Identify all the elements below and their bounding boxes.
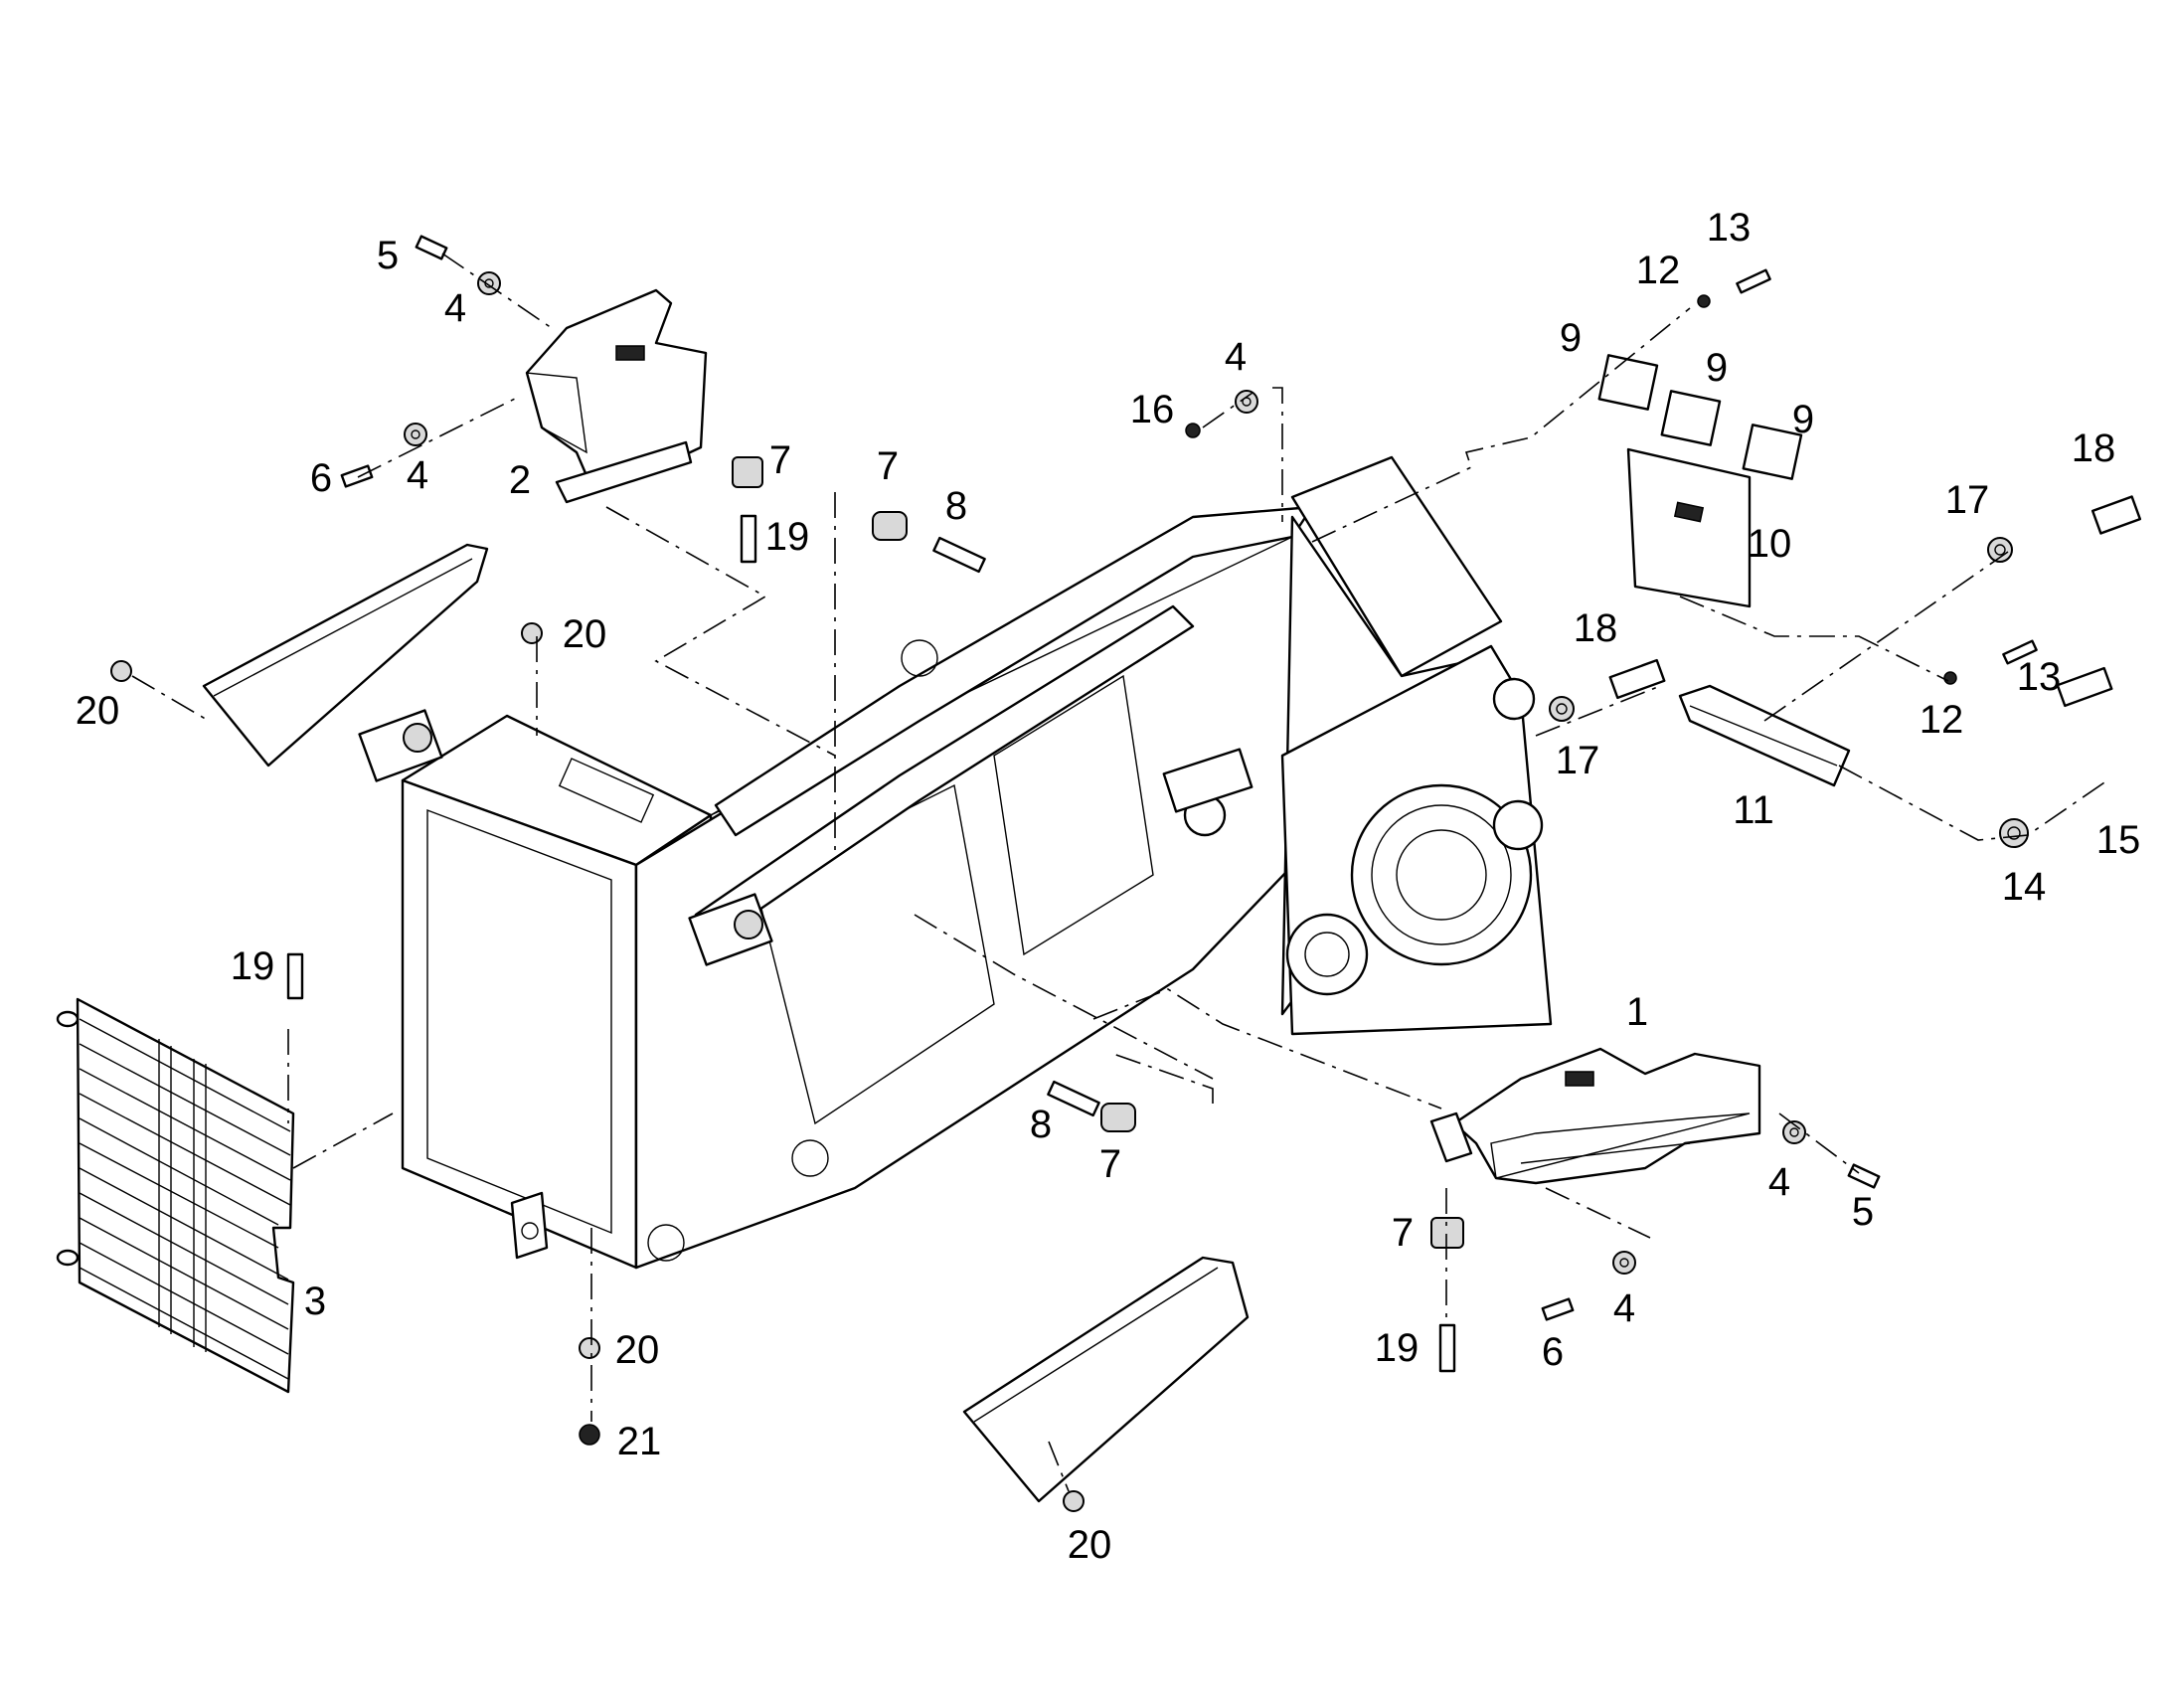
callout-4: 4 (1224, 335, 1248, 379)
callout-3: 3 (303, 1280, 327, 1323)
leader-lines (131, 253, 2108, 1492)
callout-9: 9 (1705, 346, 1729, 390)
callout-13: 13 (2016, 655, 2062, 699)
callout-21: 21 (616, 1420, 662, 1463)
callout-20: 20 (1067, 1523, 1112, 1567)
callout-20: 20 (75, 689, 120, 733)
callout-2: 2 (508, 458, 532, 502)
callout-6: 6 (309, 456, 333, 500)
callout-20: 20 (614, 1328, 660, 1372)
callout-6: 6 (1541, 1330, 1565, 1374)
callout-19: 19 (1374, 1326, 1420, 1370)
side-plate-lower (962, 1256, 1250, 1503)
main-frame (358, 455, 1553, 1270)
callout-9: 9 (1559, 316, 1583, 360)
callout-9: 9 (1791, 398, 1815, 441)
callout-17: 17 (1555, 739, 1600, 782)
guard-left-part-2 (525, 288, 708, 504)
callout-1: 1 (1625, 990, 1649, 1034)
callout-5: 5 (1851, 1190, 1875, 1234)
callout-16: 16 (1129, 388, 1175, 431)
callout-10: 10 (1747, 522, 1792, 566)
callout-17: 17 (1944, 478, 1990, 522)
callout-20: 20 (562, 612, 607, 656)
callout-4: 4 (1612, 1286, 1636, 1330)
callout-4: 4 (443, 286, 467, 330)
callout-15: 15 (2095, 818, 2141, 862)
callout-8: 8 (944, 484, 968, 528)
hardware (110, 235, 2142, 1512)
callout-12: 12 (1635, 249, 1681, 292)
callout-19: 19 (230, 944, 275, 988)
callout-12: 12 (1919, 698, 1964, 742)
grille-part-3 (56, 997, 295, 1394)
callout-5: 5 (376, 234, 400, 277)
callout-7: 7 (1098, 1142, 1122, 1186)
callout-14: 14 (2001, 865, 2047, 909)
callout-11: 11 (1733, 788, 1774, 832)
guard-right-part-1 (1429, 1047, 1761, 1185)
callout-8: 8 (1029, 1103, 1053, 1146)
callout-7: 7 (876, 444, 900, 488)
side-plate-upper-left (202, 543, 489, 768)
callout-19: 19 (764, 515, 810, 559)
callout-18: 18 (2071, 427, 2116, 470)
callout-13: 13 (1706, 206, 1752, 250)
cover-plates (1597, 354, 1851, 787)
callout-4: 4 (1767, 1160, 1791, 1204)
callout-4: 4 (406, 453, 429, 497)
callout-7: 7 (768, 438, 792, 482)
callout-7: 7 (1391, 1211, 1415, 1255)
callout-18: 18 (1573, 606, 1618, 650)
